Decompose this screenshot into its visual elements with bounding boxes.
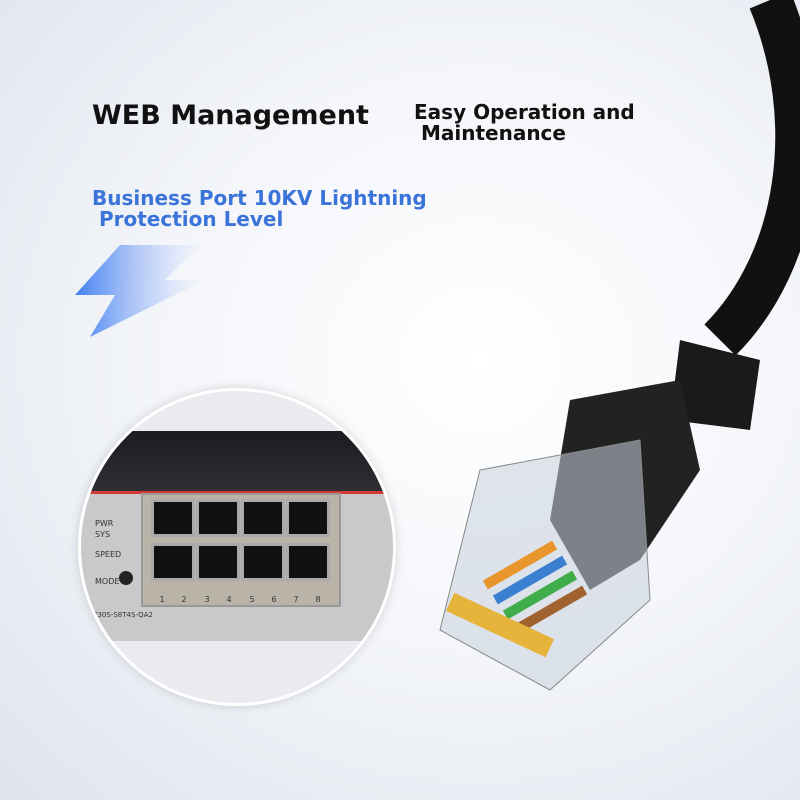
wires xyxy=(482,540,588,635)
network-switch: PWR SYS SPEED MODE 1 2 3 4 5 6 7 8 730S-… xyxy=(81,431,393,641)
switch-top-panel xyxy=(81,431,393,494)
port-number: 1 xyxy=(159,595,165,604)
port xyxy=(241,543,285,581)
mode-button xyxy=(119,571,133,585)
cable-boot xyxy=(670,340,760,430)
ethernet-cable xyxy=(439,0,800,691)
lightning-bolt-icon xyxy=(75,245,205,337)
port-number: 2 xyxy=(181,595,187,604)
gold-contacts xyxy=(445,592,555,658)
port xyxy=(196,543,240,581)
model-label: 730S-S8T4S-QA2 xyxy=(93,611,153,619)
port xyxy=(151,499,195,537)
pwr-label: PWR xyxy=(95,519,114,528)
easy-operation-heading: Easy Operation and Maintenance xyxy=(414,100,635,145)
port xyxy=(286,543,330,581)
port xyxy=(151,543,195,581)
port-number: 7 xyxy=(293,595,299,604)
speed-label: SPEED xyxy=(95,550,122,559)
port xyxy=(241,499,285,537)
port-number: 5 xyxy=(249,595,255,604)
switch-closeup: PWR SYS SPEED MODE 1 2 3 4 5 6 7 8 730S-… xyxy=(78,388,396,706)
mode-label: MODE xyxy=(95,577,120,586)
port-number: 8 xyxy=(315,595,321,604)
sys-label: SYS xyxy=(95,530,111,539)
web-management-heading: WEB Management xyxy=(92,100,369,131)
port-number: 6 xyxy=(271,595,277,604)
port xyxy=(196,499,240,537)
lightning-protection-heading: Business Port 10KV Lightning Protection … xyxy=(92,186,427,231)
port-number: 3 xyxy=(204,595,210,604)
port xyxy=(286,499,330,537)
port-number: 4 xyxy=(226,595,232,604)
